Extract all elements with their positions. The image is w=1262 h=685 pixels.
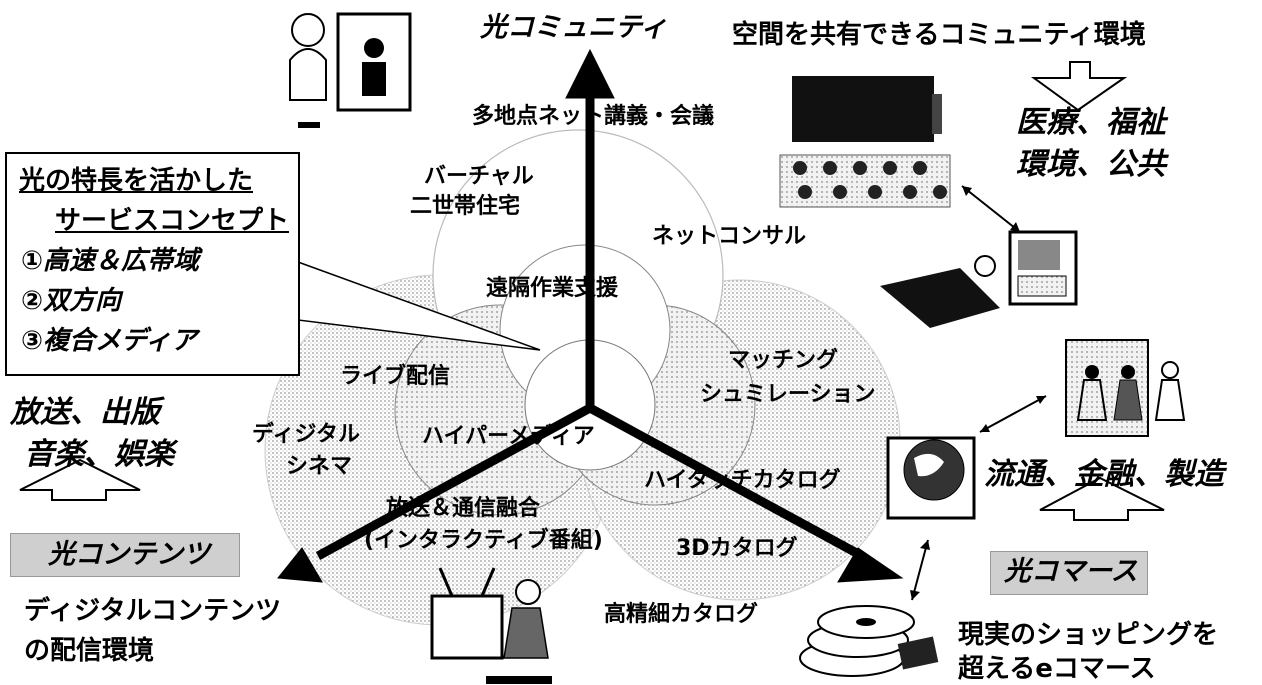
concept-box: 光の特長を活かした サービスコンセプト ①高速＆広帯域 ②双方向 ③複合メディア — [5, 152, 300, 376]
axis-label-commerce: 光コマース — [1004, 556, 1138, 587]
service-remote-work: 遠隔作業支援 — [486, 276, 619, 301]
commerce-chip — [990, 551, 1148, 595]
community-caption: 空間を共有できるコミュニティ環境 — [732, 20, 1146, 50]
commerce-fields: 流通、金融、製造 — [984, 457, 1224, 492]
concept-item-1: ①高速＆広帯域 — [21, 246, 200, 276]
service-3d-catalog: 3Dカタログ — [676, 536, 798, 561]
concept-item-2: ②双方向 — [21, 286, 122, 316]
tv-illustration — [430, 567, 552, 684]
shop-illustration — [979, 339, 1186, 437]
community-fields-line1: 医療、福祉 — [1016, 105, 1166, 140]
service-matching-line2: シュミレーション — [700, 382, 876, 407]
service-hypermedia: ハイパーメディア — [422, 424, 595, 449]
conference-illustration — [779, 76, 1021, 233]
service-matching-line1: マッチング — [728, 348, 839, 373]
commerce-caption-line2: 超えるeコマース — [958, 654, 1156, 684]
service-virtual-line1: バーチャル — [424, 164, 534, 189]
telemedicine-illustration — [880, 230, 1078, 328]
community-people-illustration — [289, 12, 412, 128]
service-virtual-line2: 二世帯住宅 — [410, 194, 521, 219]
cd-illustration — [799, 605, 939, 677]
contents-caption-line2: の配信環境 — [24, 636, 155, 666]
service-hitouch: ハイタッチカタログ — [644, 468, 841, 493]
service-cinema-line1: ディジタル — [252, 422, 361, 447]
concept-title-line2: サービスコンセプト — [55, 206, 290, 236]
globe-illustration — [886, 436, 976, 601]
contents-caption-line1: ディジタルコンテンツ — [24, 596, 282, 626]
community-fields-line2: 環境、公共 — [1016, 147, 1166, 182]
service-broadcast-line1: 放送＆通信融合 — [386, 496, 541, 521]
contents-fields-line1: 放送、出版 — [10, 395, 160, 430]
axis-label-contents: 光コンテンツ — [48, 539, 210, 570]
contents-chip — [10, 533, 240, 577]
concept-item-3: ③複合メディア — [21, 326, 198, 356]
service-hires-catalog: 高精細カタログ — [604, 602, 759, 627]
contents-fields-line2: 音楽、娯楽 — [24, 437, 174, 472]
service-net-consult: ネットコンサル — [652, 224, 807, 249]
commerce-caption-line1: 現実のショッピングを — [958, 620, 1219, 650]
axis-label-community: 光コミュニティ — [480, 12, 668, 43]
axis-arrows — [277, 48, 904, 583]
hollow-arrows — [19, 61, 1165, 521]
service-multipoint: 多地点ネット講義・会議 — [472, 104, 715, 129]
service-broadcast-line2: (インタラクティブ番組) — [364, 528, 603, 553]
service-live: ライブ配信 — [340, 364, 451, 389]
service-cinema-line2: シネマ — [286, 454, 353, 479]
concept-title-line1: 光の特長を活かした — [19, 166, 254, 196]
